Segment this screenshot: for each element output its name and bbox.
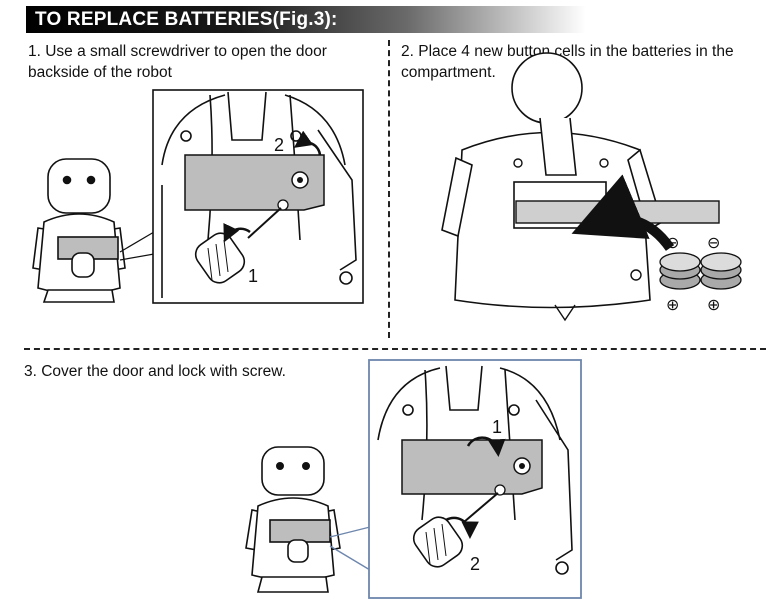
section-header: TO REPLACE BATTERIES(Fig.3): [26,6,586,33]
fig1-zoom-panel [152,89,364,304]
fig3-small-robot [245,446,341,593]
fig2-compartment-illustration [441,52,742,322]
vertical-divider [388,40,390,338]
battery-minus-2: ⊖ [707,233,720,252]
horizontal-divider [24,348,766,350]
fig1-small-robot [32,158,126,303]
fig3-callout-2: 2 [470,554,480,574]
battery-plus-1: ⊕ [666,295,679,314]
fig1-callout-1: 1 [248,266,258,286]
battery-plus-2: ⊕ [707,295,720,314]
battery-minus-1: ⊖ [666,233,679,252]
section-title: TO REPLACE BATTERIES(Fig.3): [35,9,338,30]
step-2-text: 2. Place 4 new button cells in the batte… [401,43,734,81]
step-1-text: 1. Use a small screwdriver to open the d… [28,43,327,81]
fig3-callout-1: 1 [492,417,502,437]
fig1-callout-2: 2 [274,135,284,155]
step-3-text: 3. Cover the door and lock with screw. [24,363,286,380]
fig3-zoom-panel [368,359,582,599]
